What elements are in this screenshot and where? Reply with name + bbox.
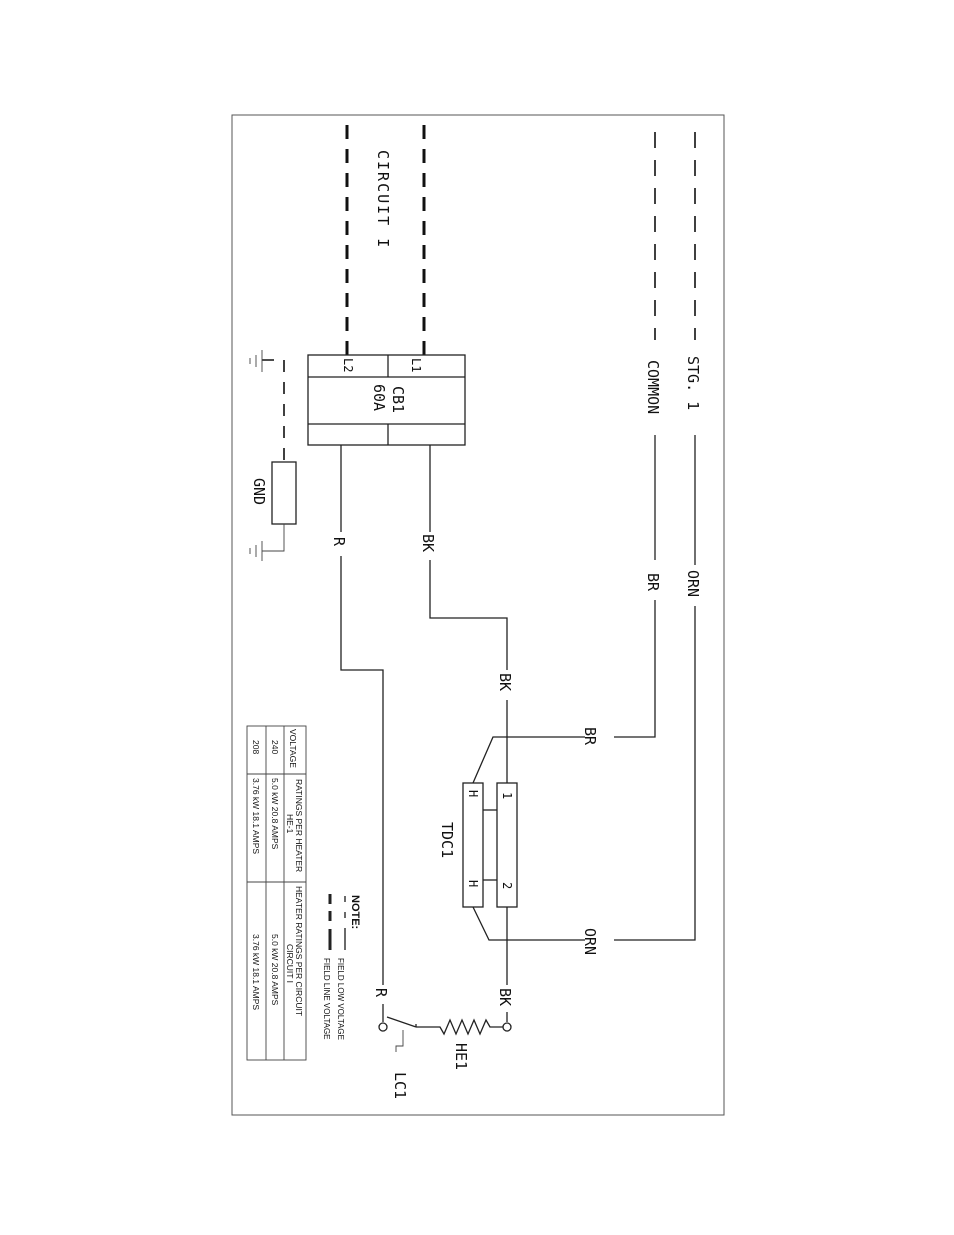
table-row-per-heater: 5.0 kW 20.8 AMPS (270, 778, 280, 850)
heater-element-he1: HE1 (416, 1020, 511, 1070)
wire-orn-to-tdc (473, 907, 585, 940)
wire-label-bk-1: BK (419, 534, 437, 552)
time-delay-relay-tdc1: 1 2 H H TDC1 (438, 783, 517, 907)
table-row-per-circuit: 5.0 kW 20.8 AMPS (270, 934, 280, 1006)
ground-label: GND (250, 478, 268, 505)
table-row-voltage: 208 (251, 740, 261, 754)
table-header-voltage: VOLTAGE (288, 729, 298, 768)
common-label: COMMON (644, 360, 662, 414)
breaker-l2-label: L2 (341, 358, 355, 372)
wire-br-run (614, 600, 655, 737)
wire-br-to-tdc (473, 737, 585, 783)
table-row-per-circuit: 3.76 kW 18.1 AMPS (251, 934, 261, 1010)
circuit-breaker-cb1: L1 L2 CB1 60A (308, 355, 465, 445)
note-low-voltage: FIELD LOW VOLTAGE (336, 958, 345, 1040)
table-row-per-heater: 3.76 kW 18.1 AMPS (251, 778, 261, 854)
table-sub-per-circuit: CIRCUIT I (285, 944, 295, 983)
ground-assembly: GND (250, 350, 296, 561)
ratings-table: VOLTAGE RATINGS PER HEATER HE-1 HEATER R… (247, 726, 306, 1060)
tdc-pin-2: 2 (500, 882, 514, 889)
wire-label-br-1: BR (644, 573, 662, 592)
note-line-voltage: FIELD LINE VOLTAGE (322, 958, 331, 1040)
wire-label-orn-2: ORN (581, 928, 599, 955)
heater-label: HE1 (452, 1043, 470, 1070)
stage-label: STG. 1 (684, 356, 702, 410)
breaker-l1-label: L1 (409, 358, 423, 372)
limit-control-label: LC1 (391, 1072, 409, 1099)
wire-label-r-2: R (372, 988, 390, 998)
tdc-name: TDC1 (438, 822, 456, 858)
tdc-pin-1: 1 (500, 792, 514, 799)
circuit-label: CIRCUIT I (374, 150, 392, 249)
limit-control-lc1: LC1 (379, 1017, 416, 1099)
tdc-heater-b: H (466, 880, 480, 887)
wire-label-bk-3: BK (496, 988, 514, 1006)
wire-label-r-1: R (330, 537, 348, 547)
table-sub-per-heater: HE-1 (285, 814, 295, 834)
table-row-voltage: 240 (270, 740, 280, 754)
wire-label-bk-2: BK (496, 673, 514, 691)
breaker-rating: 60A (370, 384, 388, 411)
note-legend: NOTE: FIELD LOW VOLTAGE FIELD LINE VOLTA… (322, 894, 361, 1040)
wire-label-orn-1: ORN (684, 570, 702, 597)
wire-bk-run (430, 560, 507, 670)
tdc-heater-a: H (466, 790, 480, 797)
note-title: NOTE: (349, 895, 361, 929)
breaker-name: CB1 (389, 386, 407, 413)
wire-r-run (341, 556, 383, 985)
